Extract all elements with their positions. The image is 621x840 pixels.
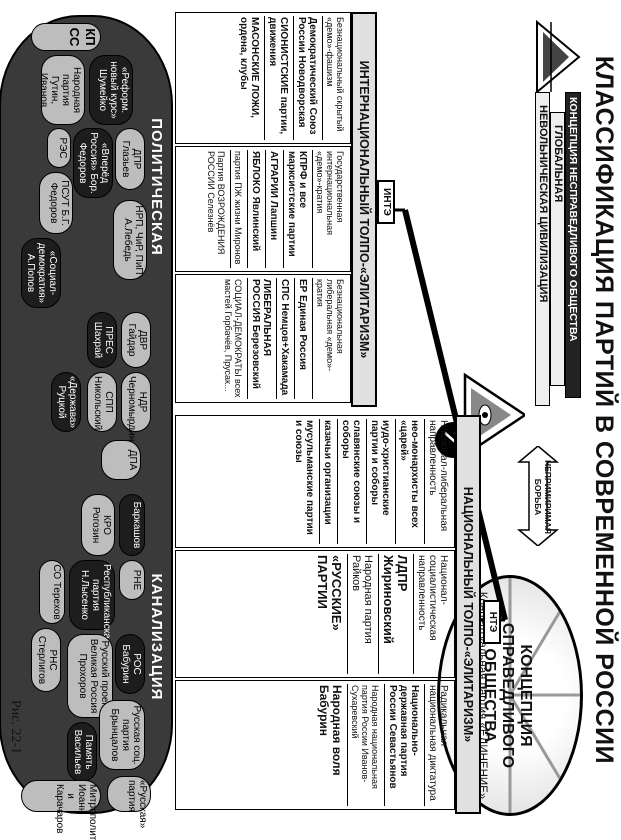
nationalist-party-blob: Митрополит Иоанн и Карачаров	[21, 780, 101, 840]
nationalist-party-blob: «Русская» партия	[107, 776, 151, 828]
nationalist-party-blob: Память Васильев	[67, 722, 97, 782]
figure-caption: Рис. 22-1	[8, 700, 23, 755]
nationalist-party-blob: Баркашов	[119, 494, 145, 556]
nationalist-party-blob: РНС Стерлигов	[31, 628, 61, 692]
nationalist-party-blob: Республиканская партия Н.Лысенко	[69, 560, 115, 644]
nationalist-party-blob: Русская соц. партия Брынцалов	[99, 700, 145, 770]
political-party-blob: ДПА	[101, 440, 141, 480]
pyramid-icon	[536, 19, 581, 95]
political-party-blob: ПСУТ Б.Г. Федоров	[39, 172, 73, 234]
political-party-blob: Народная партия Гутин, Иванов	[38, 55, 85, 125]
double-arrow-icon	[516, 446, 560, 546]
nationalist-party-blob: РОС Бабурин	[115, 634, 145, 694]
political-party-blob: «Вперёд Россия» Бор. Федоров	[73, 128, 113, 198]
just-society-ellipse: КОНЦЕПЦИЯ СПРАВЕДЛИВОГО ОБЩЕСТВА Концепт…	[437, 575, 583, 816]
political-party-blob: ДПР Глазьев	[115, 128, 145, 190]
political-party-blob: РЭС	[47, 128, 71, 168]
political-party-blob: НРП, ЧиР, ПиП А.Лебедь	[113, 200, 147, 280]
political-party-blob: ПРЕС Шахрай	[87, 312, 117, 368]
nationalist-party-blob: КРО Рогозин	[81, 494, 115, 556]
political-party-blob: «Реформ. новый курс» Шумейко	[89, 55, 133, 125]
ray-lines	[508, 578, 580, 813]
political-party-blob: «Социал-демократия» А.Попов	[21, 238, 61, 308]
political-party-blob: «Держава» Руцкой	[51, 372, 81, 432]
nationalist-party-blob: РНЕ	[119, 560, 145, 600]
diagram-canvas: КЛАССИФИКАЦИЯ ПАРТИЙ В СОВРЕМЕННОЙ РОССИ…	[0, 12, 618, 840]
nationalist-party-blob: СО Терехов	[39, 560, 65, 624]
political-party-blob: НДР Черномырдин	[121, 372, 151, 441]
political-party-blob: ДВР Гайдар	[121, 312, 151, 368]
political-party-blob: СПП Никольский	[87, 372, 117, 432]
